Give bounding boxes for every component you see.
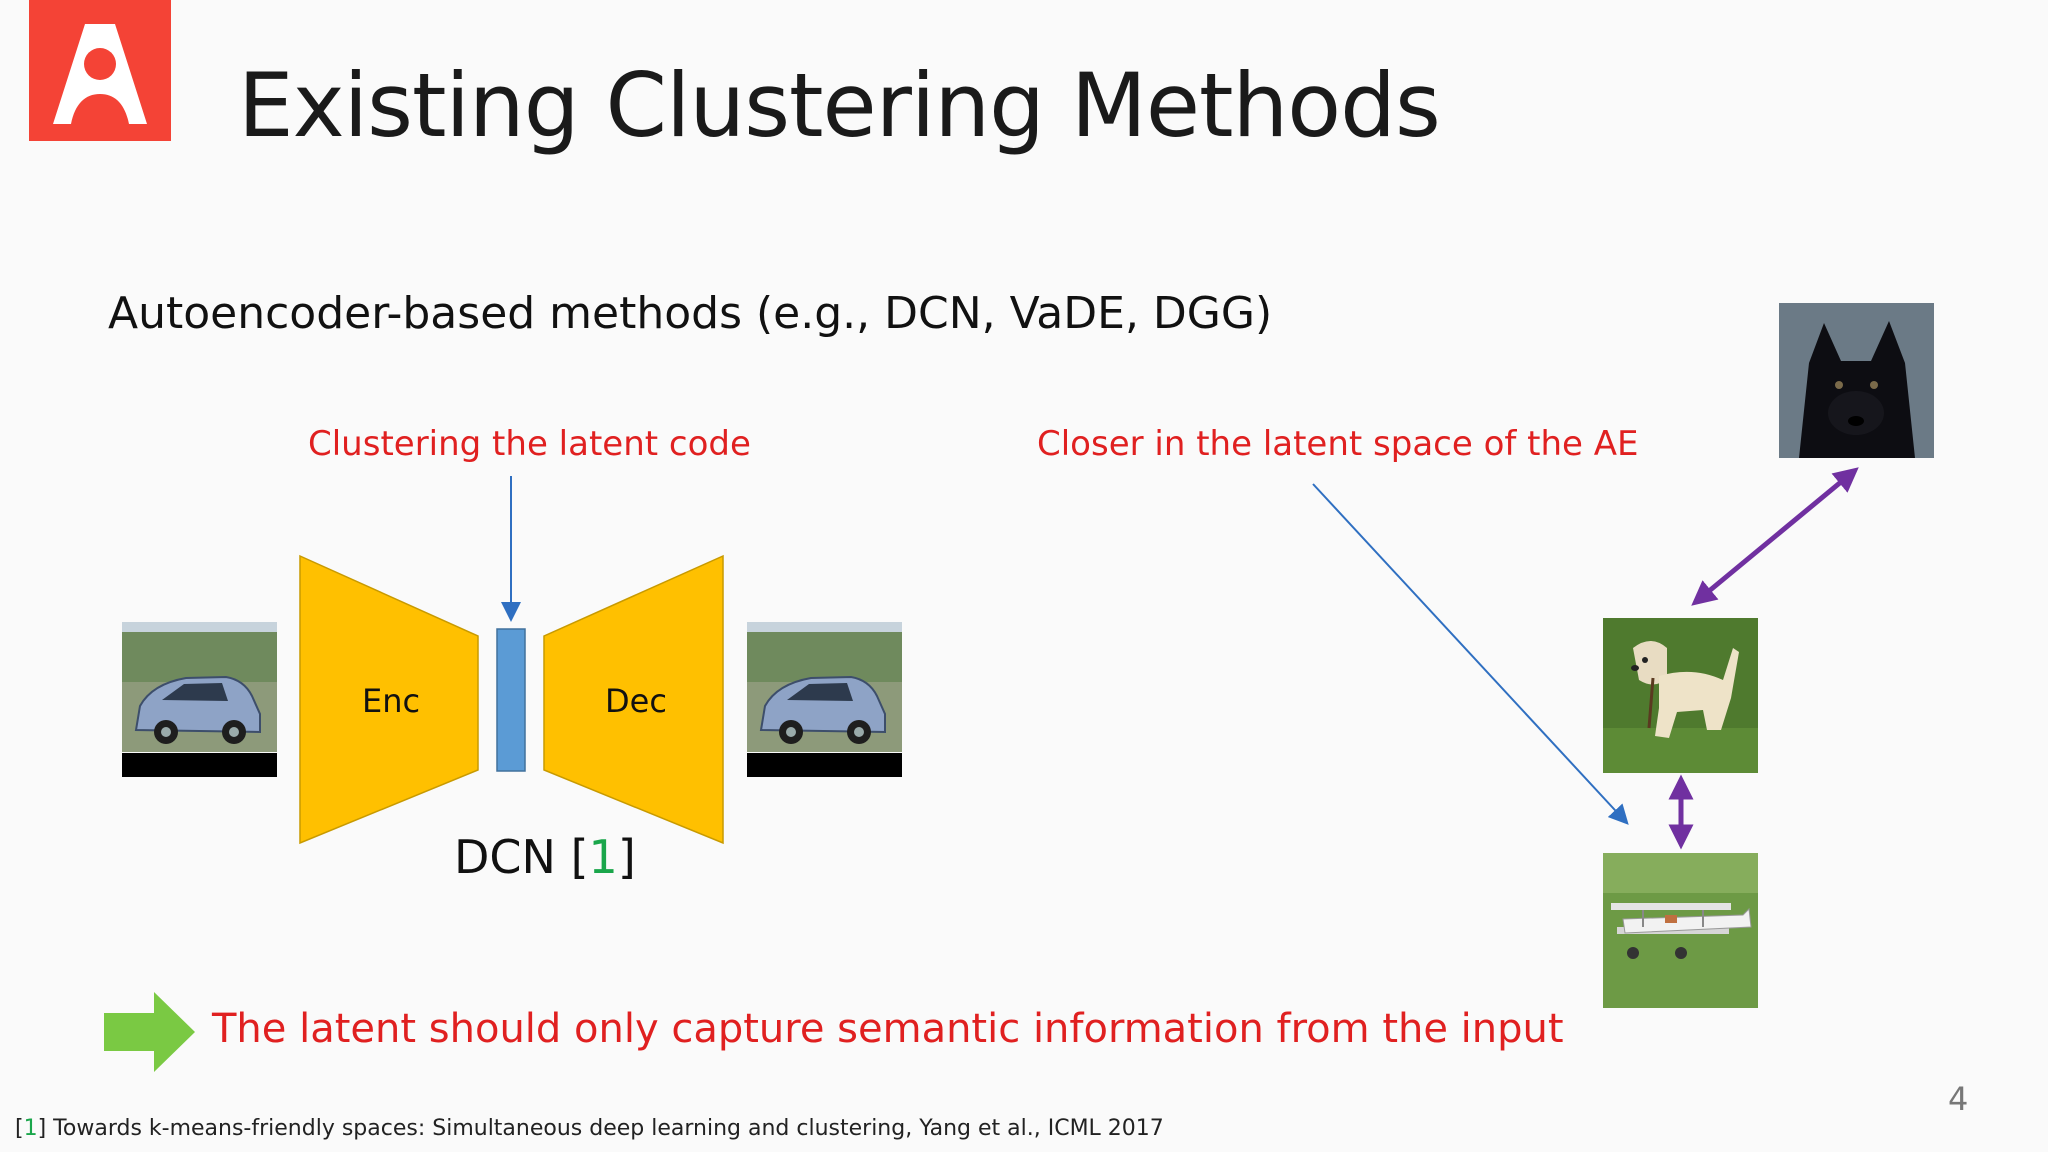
- decoder-label: Dec: [605, 682, 667, 720]
- footnote-citation-number: 1: [23, 1116, 38, 1141]
- footnote: [1] Towards k-means-friendly spaces: Sim…: [15, 1116, 1164, 1141]
- conclusion-arrow-icon: [104, 992, 195, 1072]
- citation-number: 1: [588, 830, 618, 884]
- slide-subtitle: Autoencoder-based methods (e.g., DCN, Va…: [108, 288, 1273, 339]
- brand-logo: [29, 0, 171, 141]
- model-name: DCN: [454, 830, 556, 884]
- slide-title: Existing Clustering Methods: [238, 54, 1441, 157]
- citation-bracket-open: [: [570, 830, 589, 884]
- encoder-trapezoid: [299, 554, 479, 845]
- model-caption: DCN [1]: [454, 830, 636, 884]
- car-reconstruction-image: [747, 622, 902, 777]
- latent-code-annotation: Clustering the latent code: [308, 424, 751, 464]
- encoder-label: Enc: [362, 682, 421, 720]
- footnote-text: Towards k-means-friendly spaces: Simulta…: [46, 1116, 1164, 1141]
- footnote-bracket-close: ]: [37, 1116, 47, 1141]
- latent-space-arrow: [1312, 483, 1629, 825]
- dog-dog-similarity-arrow: [1691, 467, 1859, 606]
- latent-code-bar: [496, 628, 526, 772]
- black-dog-image: [1779, 303, 1934, 458]
- page-number: 4: [1948, 1080, 1969, 1118]
- car-input-image: [122, 622, 277, 777]
- decoder-trapezoid: [543, 554, 724, 845]
- latent-space-annotation: Closer in the latent space of the AE: [1037, 424, 1639, 464]
- citation-bracket-close: ]: [617, 830, 636, 884]
- labrador-dog-image: [1603, 618, 1758, 773]
- conclusion-text: The latent should only capture semantic …: [212, 1006, 1564, 1052]
- biplane-image: [1603, 853, 1758, 1008]
- footnote-bracket-open: [: [15, 1116, 24, 1141]
